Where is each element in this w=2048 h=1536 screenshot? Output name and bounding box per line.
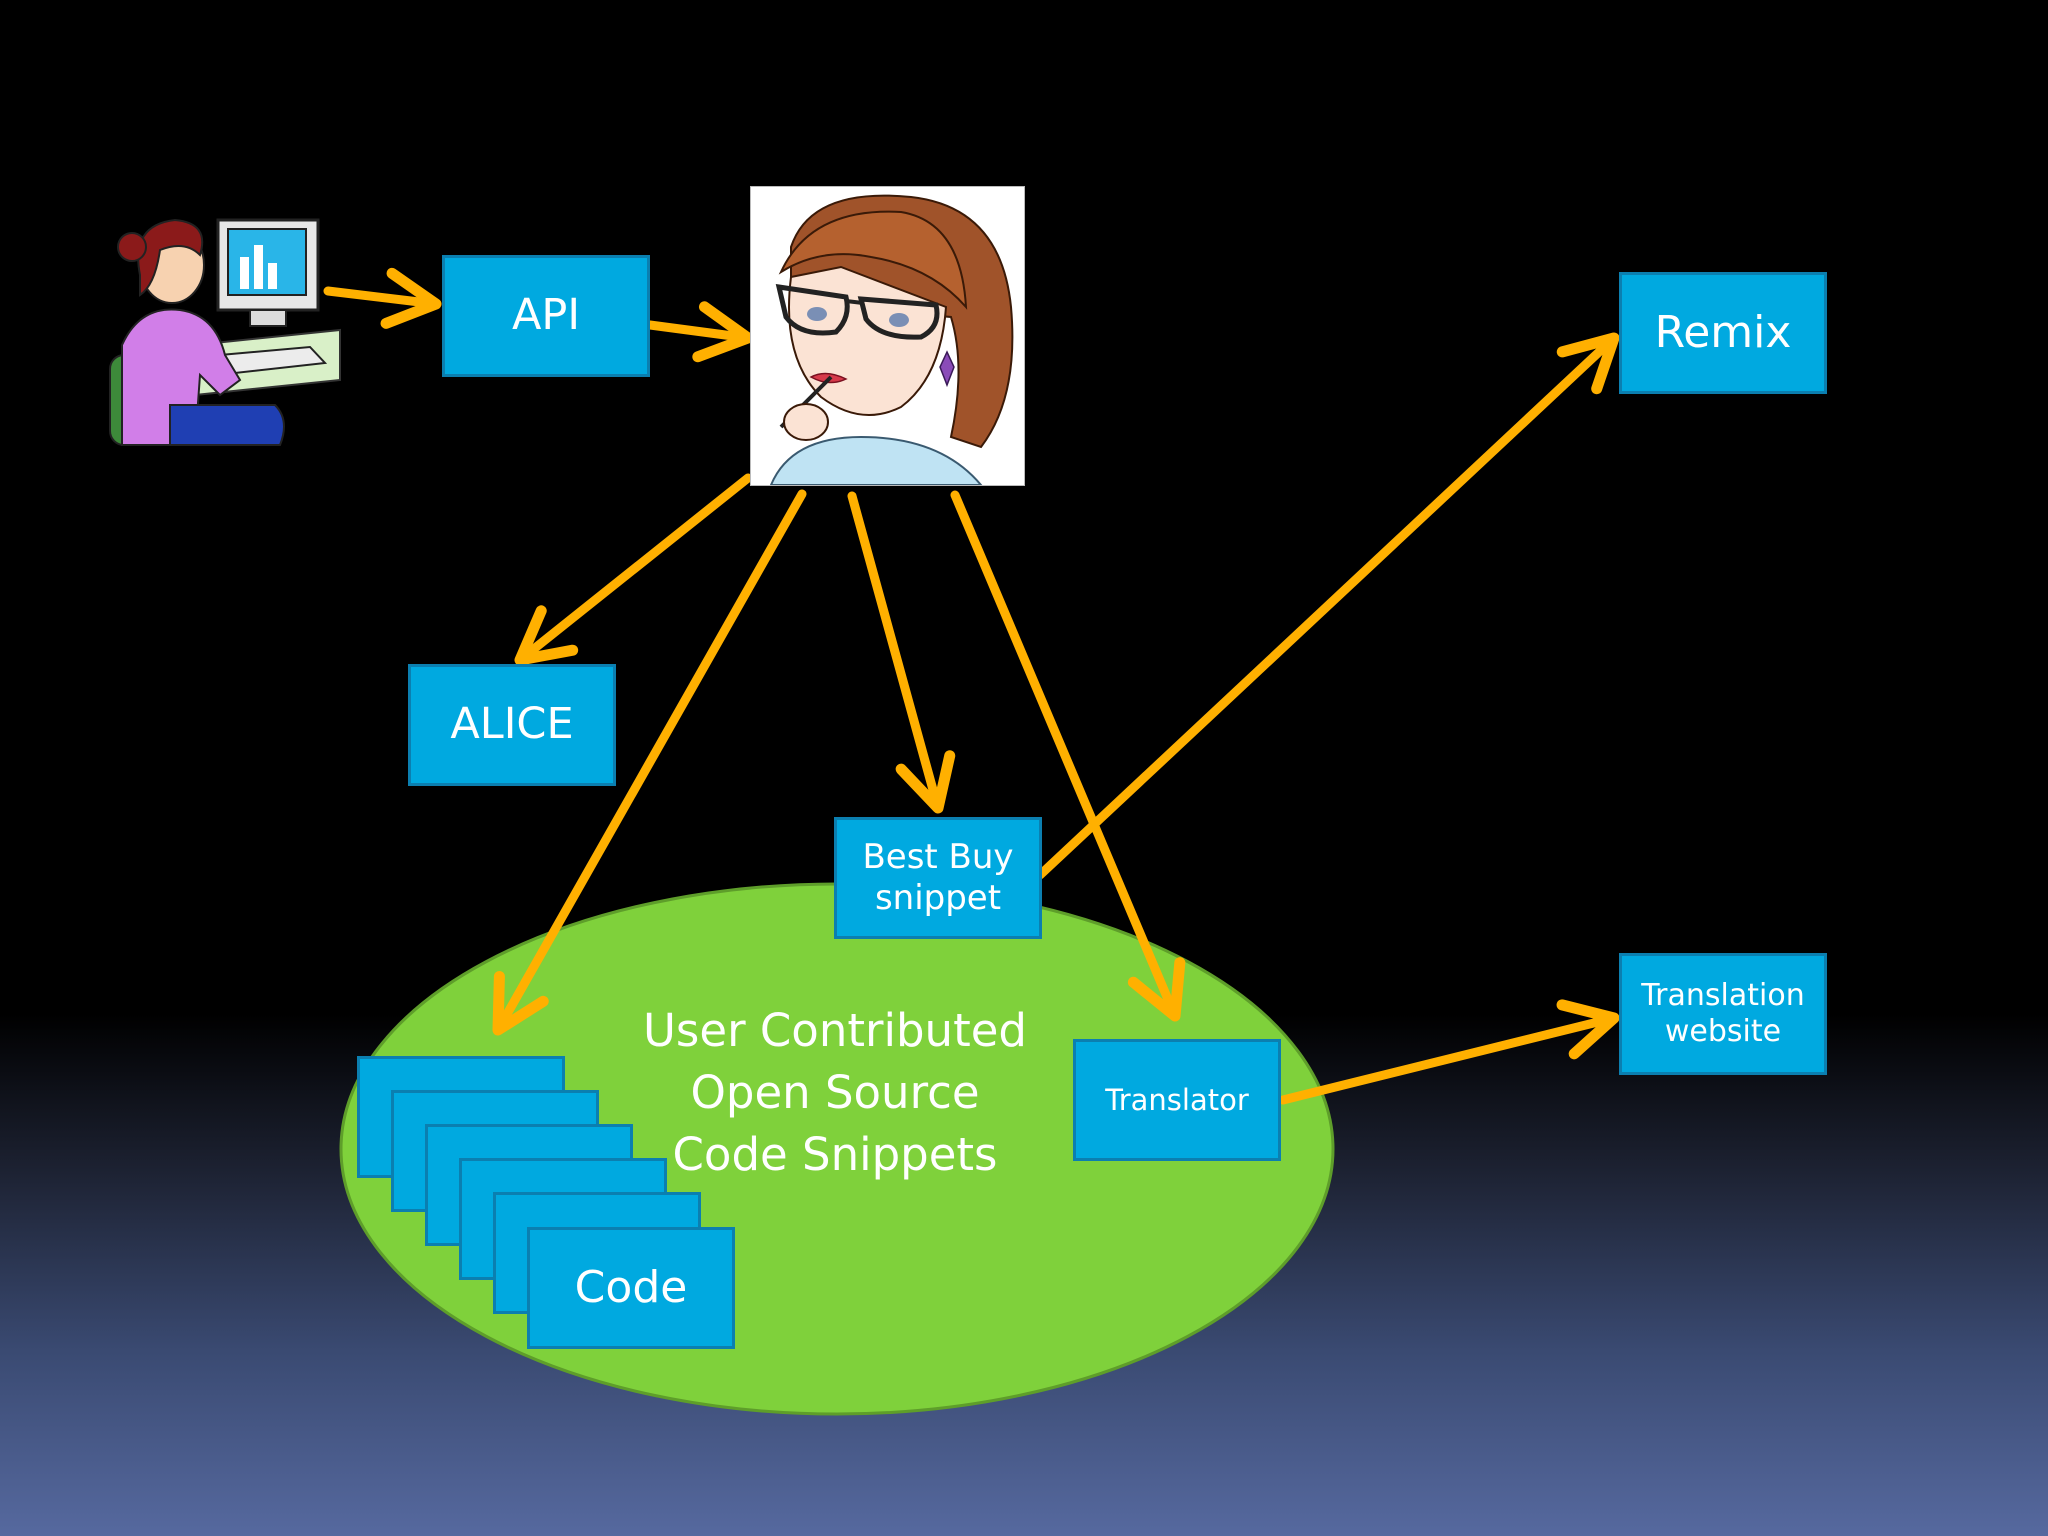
- code-label: Code: [574, 1261, 688, 1313]
- arrow-developer-to-best-buy-snippet: [847, 491, 956, 814]
- arrow-developer-to-alice: [514, 473, 753, 666]
- arrow-api-to-developer: [645, 301, 754, 363]
- woman-developer-icon: [769, 194, 1014, 485]
- best-buy-snippet-label-line-2: snippet: [874, 878, 1002, 918]
- repository-label: User Contributed Open Source Code Snippe…: [600, 1000, 1070, 1186]
- repository-label-line-2: Open Source: [690, 1066, 980, 1119]
- alice-label: ALICE: [450, 699, 574, 750]
- developer-illustration: [750, 186, 1025, 486]
- remix-box: Remix: [1619, 272, 1827, 394]
- best-buy-snippet-label-line-1: Best Buy: [862, 837, 1014, 878]
- arrow-snippet-to-remix: [1035, 332, 1620, 880]
- translation-website-box: Translation website: [1619, 953, 1827, 1075]
- repository-label-line-3: Code Snippets: [672, 1128, 998, 1181]
- translator-box: Translator: [1073, 1039, 1281, 1161]
- translation-website-label-line-1: Translation: [1641, 978, 1805, 1013]
- api-label: API: [511, 290, 581, 341]
- arrow-translator-to-translation-website: [1278, 999, 1620, 1105]
- user-at-computer-illustration: [100, 205, 345, 447]
- api-box: API: [442, 255, 650, 377]
- arrow-developer-to-translator: [950, 490, 1186, 1022]
- repository-label-line-1: User Contributed: [643, 1004, 1027, 1057]
- user-at-computer-icon: [109, 218, 341, 446]
- remix-label: Remix: [1654, 306, 1792, 358]
- arrow-user-to-api: [323, 267, 442, 329]
- code-box: Code: [527, 1227, 735, 1349]
- translator-label: Translator: [1105, 1082, 1249, 1117]
- alice-box: ALICE: [408, 664, 616, 786]
- best-buy-snippet-box: Best Buy snippet: [834, 817, 1042, 939]
- translation-website-label-line-2: website: [1664, 1014, 1782, 1049]
- arrow-developer-to-code: [492, 489, 807, 1036]
